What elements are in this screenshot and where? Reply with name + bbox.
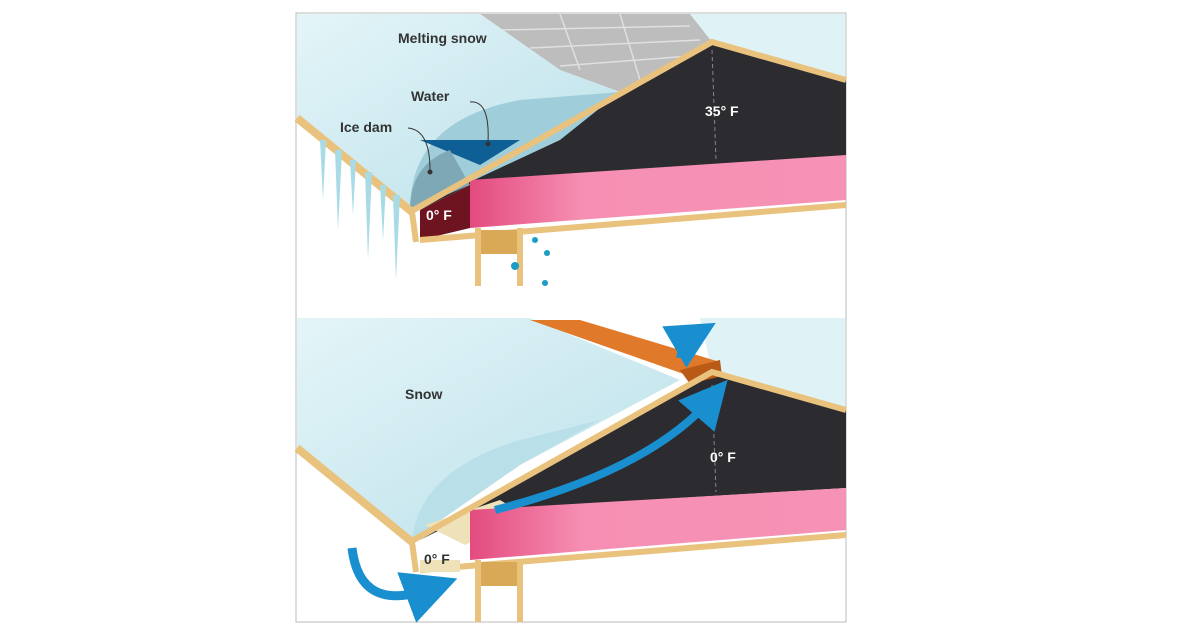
bottom-panel: Snow 0° F 0° F (294, 318, 847, 623)
exhaust-airflow-arrow (662, 322, 716, 368)
eave-temp-label: 0° F (424, 551, 450, 567)
fascia (294, 444, 415, 546)
snow-label: Snow (405, 386, 442, 402)
top-plate (481, 562, 517, 586)
soffit-vent (420, 560, 460, 572)
wall-stud (517, 228, 523, 286)
water-pool (420, 140, 520, 165)
roof-rafter (408, 38, 847, 215)
sky (600, 14, 845, 80)
insulation (470, 155, 846, 228)
wall-stud (517, 560, 523, 622)
shingle-lines (499, 13, 701, 81)
melting-snow (297, 14, 620, 210)
insulation (470, 488, 846, 560)
wall-stud (475, 228, 481, 286)
attic-airflow-arrow (493, 379, 728, 514)
top-panel: Melting snow Water Ice dam 35° F 0° F (294, 13, 847, 310)
eave-temp-label: 0° F (426, 207, 452, 223)
attic-temp-label: 35° F (705, 103, 739, 119)
roof-rafter (408, 368, 847, 545)
melting-snow-label: Melting snow (398, 30, 487, 46)
ice-dam-label: Ice dam (340, 119, 392, 135)
intake-airflow-arrow (347, 547, 458, 623)
attic-temp-leader (711, 49, 717, 161)
icicles (320, 140, 400, 280)
water-leader (469, 101, 489, 143)
ice-dam-leader (407, 127, 431, 171)
water-label: Water (411, 88, 450, 104)
wall-stud (475, 560, 481, 622)
snow (297, 318, 680, 540)
eave-cold-space (420, 185, 470, 240)
attic-temp-label: 0° F (710, 449, 736, 465)
water-drops (511, 237, 550, 286)
top-plate (481, 230, 517, 254)
sky (700, 318, 845, 410)
attic-space (420, 42, 846, 210)
